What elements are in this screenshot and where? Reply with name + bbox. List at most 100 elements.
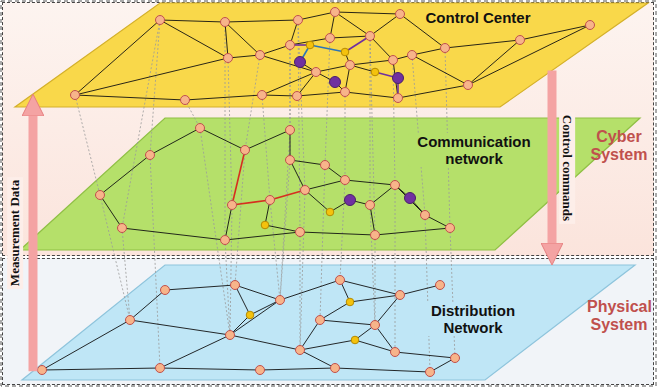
network-link	[75, 58, 228, 95]
network-node	[276, 296, 285, 305]
mapping-dotted-line	[393, 60, 395, 185]
network-link	[370, 205, 375, 235]
mapping-dotted-line	[100, 195, 130, 320]
mapping-dotted-line	[375, 235, 376, 325]
network-link	[412, 55, 468, 85]
network-link	[260, 55, 316, 72]
network-link	[305, 180, 345, 190]
network-link	[230, 315, 250, 335]
mapping-dotted-line	[370, 205, 375, 325]
mapping-dotted-line	[345, 92, 346, 180]
network-link	[310, 45, 345, 52]
network-link	[395, 352, 455, 358]
network-link	[297, 92, 345, 96]
mapping-dotted-line	[122, 20, 160, 228]
network-link	[320, 320, 375, 325]
network-link	[228, 55, 260, 58]
network-link	[330, 12, 335, 38]
network-node	[464, 81, 473, 90]
network-node	[266, 196, 275, 205]
network-link	[225, 232, 300, 240]
network-link	[290, 130, 291, 160]
network-node	[391, 348, 400, 357]
mapping-dotted-line	[450, 228, 455, 358]
network-link	[375, 325, 395, 352]
control-graph	[71, 8, 595, 105]
network-node	[256, 51, 265, 60]
network-link	[370, 14, 400, 36]
mapping-dotted-line	[75, 95, 100, 195]
network-link	[350, 295, 400, 302]
network-link	[260, 368, 335, 370]
network-node	[421, 211, 430, 220]
network-node	[286, 41, 295, 50]
network-link	[335, 12, 400, 14]
mapping-dotted-line	[370, 36, 371, 205]
network-node	[396, 10, 405, 19]
network-node	[331, 364, 340, 373]
mapping-dotted-line	[340, 180, 345, 280]
network-node	[293, 92, 302, 101]
network-link	[160, 368, 260, 370]
mapping-dotted-line	[300, 232, 301, 350]
control-center-plane: Control Center	[15, 3, 648, 107]
network-node	[96, 191, 105, 200]
mapping-dotted-line	[425, 215, 430, 372]
network-node	[393, 73, 404, 84]
network-link	[265, 200, 270, 225]
network-node	[231, 281, 240, 290]
network-node	[389, 56, 398, 65]
network-node	[516, 36, 525, 45]
network-node	[326, 34, 335, 43]
network-link	[340, 280, 350, 302]
network-link	[300, 62, 316, 72]
distribution-plane: Distribution Network	[22, 265, 635, 380]
network-link	[520, 25, 590, 40]
network-link	[130, 320, 230, 335]
network-node	[146, 151, 155, 160]
network-node	[351, 336, 359, 344]
network-node	[301, 186, 310, 195]
mapping-dotted-line	[445, 48, 450, 228]
plane-polygon	[20, 118, 640, 250]
network-node	[408, 51, 417, 60]
mapping-dotted-line	[290, 45, 291, 130]
network-node	[346, 298, 354, 306]
mapping-dotted-line	[245, 55, 260, 150]
network-link	[150, 128, 200, 155]
network-link	[100, 195, 122, 228]
network-node	[336, 276, 345, 285]
network-link	[400, 285, 440, 295]
network-link	[345, 180, 395, 185]
network-link	[42, 320, 130, 370]
mapping-dotted-line	[325, 38, 330, 165]
network-node	[316, 316, 325, 325]
network-link	[468, 40, 520, 85]
plane-polygon	[22, 265, 635, 380]
network-link	[370, 185, 395, 205]
network-link	[122, 228, 225, 240]
network-link	[130, 290, 165, 320]
network-link	[298, 12, 335, 20]
network-node	[366, 201, 375, 210]
network-node	[296, 228, 305, 237]
network-node	[286, 156, 295, 165]
network-link	[230, 300, 280, 335]
network-node	[261, 221, 269, 229]
network-link	[445, 40, 520, 48]
network-node	[226, 331, 235, 340]
network-link	[270, 190, 305, 200]
mapping-dotted-line	[300, 190, 305, 350]
network-link	[160, 20, 225, 22]
network-link	[375, 72, 398, 78]
network-link	[262, 72, 316, 95]
network-link	[165, 285, 235, 290]
network-link	[305, 190, 330, 212]
network-link	[297, 72, 316, 96]
plane-polygon	[15, 3, 648, 107]
layer-title: Communication network	[408, 133, 540, 167]
network-link	[320, 302, 350, 320]
mapping-dotted-line	[122, 228, 130, 320]
mapping-dotted-line	[280, 160, 290, 300]
network-node	[286, 126, 295, 135]
